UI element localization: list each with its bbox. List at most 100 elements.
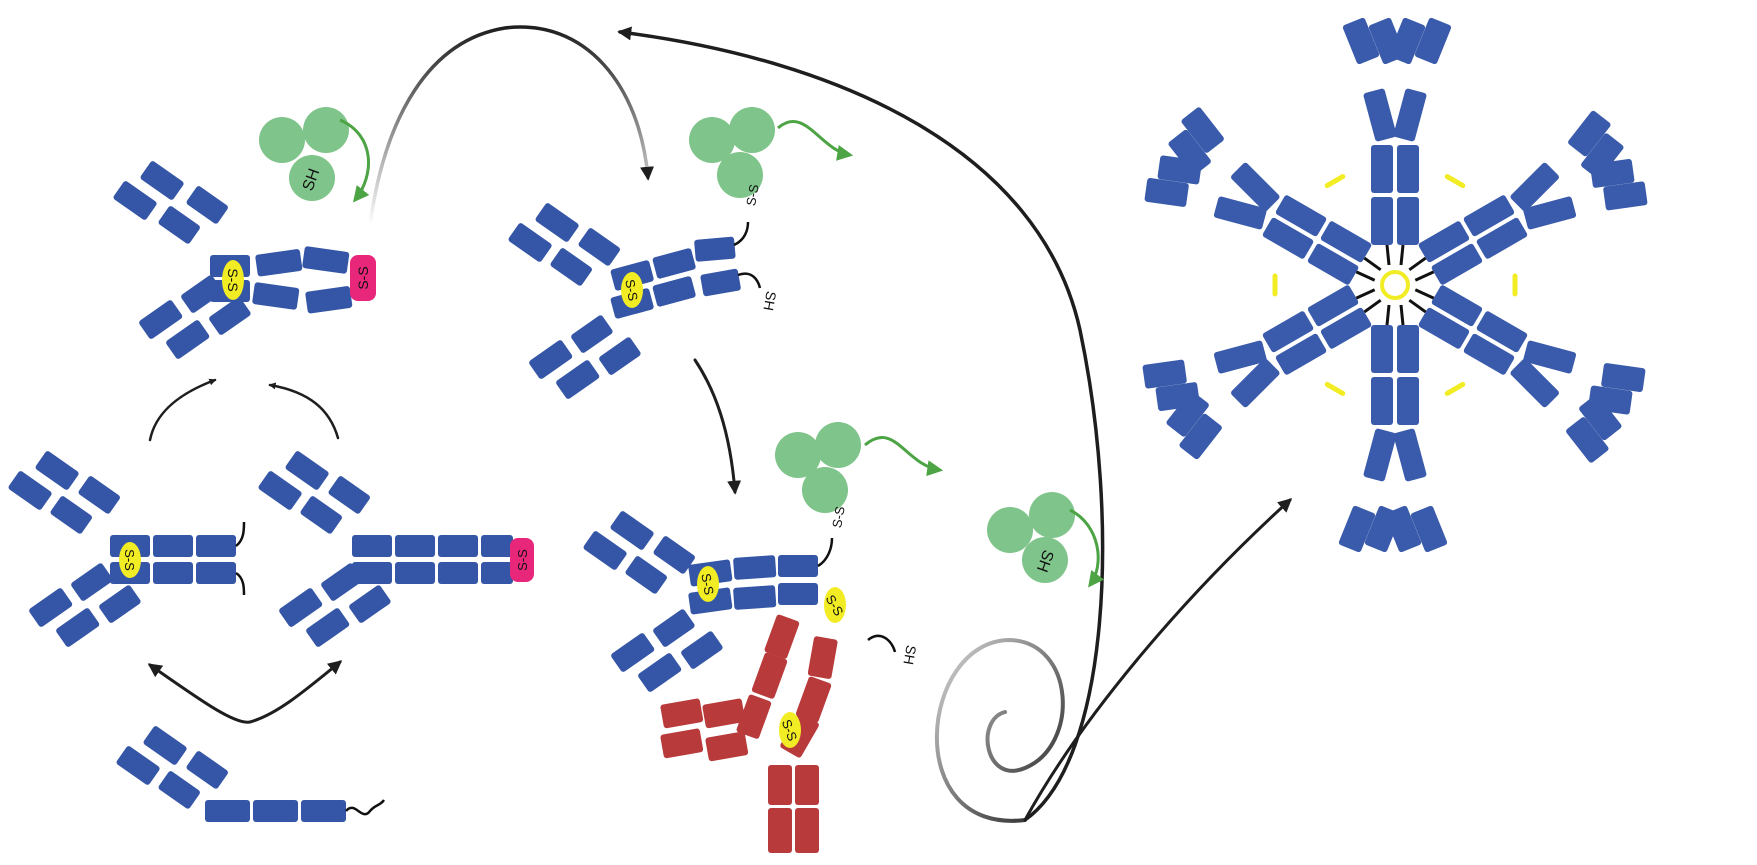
igm-domain [1476, 311, 1528, 353]
igm-domain [1603, 181, 1648, 211]
chaperone-lobe [729, 107, 775, 153]
j-chain-tail [1408, 298, 1427, 314]
igm-domain [1338, 505, 1376, 553]
arrow-up-left-b [268, 382, 340, 440]
igm-domain [1371, 197, 1393, 245]
j-chain-tail [1399, 244, 1405, 266]
j-chain-tail [1399, 304, 1405, 326]
arrow-long-loop [617, 26, 1105, 822]
chaperone-arrow [1069, 508, 1105, 588]
arrow-to-hexamer [1023, 498, 1293, 822]
igm-domain [1275, 333, 1327, 375]
igm-domain [1144, 178, 1189, 207]
ss-label: S-S [122, 549, 137, 571]
igm-domain [1142, 359, 1187, 389]
igm-domain [1601, 363, 1646, 392]
arrow-spiral [934, 637, 1065, 823]
j-chain-tail [1355, 288, 1376, 300]
igm-domain [1371, 145, 1393, 193]
ss-label: S-S [779, 717, 801, 743]
igm-domain [1320, 221, 1372, 263]
chaperone-lobe [303, 107, 349, 153]
igm-domain [1397, 145, 1419, 193]
inter-monomer-disulfide [1324, 174, 1346, 189]
igm-domain [1523, 196, 1577, 230]
igm-domain [1418, 307, 1470, 349]
j-chain-tail [1363, 256, 1382, 272]
igm-domain [1463, 195, 1515, 237]
antibody-blue-lower: S-S S-S S-S [583, 505, 848, 692]
igm-domain [1579, 394, 1622, 441]
j-chain-tail [1408, 256, 1427, 272]
igm-domain [1414, 17, 1452, 65]
igm-domain [1410, 505, 1448, 553]
igm-domain [1155, 382, 1200, 412]
igm-domain [1397, 377, 1419, 425]
igm-domain [1262, 311, 1314, 353]
tail [737, 272, 762, 289]
tail [867, 634, 897, 653]
igm-domain [1397, 197, 1419, 245]
igm-domain [1262, 217, 1314, 259]
ss-label: S-S [225, 268, 241, 291]
chaperone-2 [689, 107, 854, 198]
chaperone-1: SH [259, 107, 370, 203]
igm-domain [1510, 162, 1559, 212]
chaperone-lobe [1022, 537, 1068, 583]
igm-domain [1388, 17, 1426, 65]
antibody-chaperone-bound: S-S S-S SH [508, 183, 780, 399]
arrow-down-middle [693, 358, 742, 495]
chaperone-lobe [259, 117, 305, 163]
disulfide-bond [697, 566, 719, 602]
igm-domain [1179, 413, 1222, 460]
disulfide-bond [222, 260, 244, 300]
sh-label: SH [1033, 547, 1057, 574]
igm-domain [1168, 129, 1211, 176]
central-disulfide-ring [1380, 270, 1410, 300]
igm-domain [1307, 285, 1359, 327]
chaperone-arrow [339, 118, 370, 203]
chaperone-lobe [815, 422, 861, 468]
process-arrows [147, 25, 1293, 823]
igm-domain [1307, 243, 1359, 285]
j-chain-tail [1385, 244, 1391, 266]
pink-disulfide-cap [510, 538, 534, 582]
antibody-red: S-S SH [660, 614, 920, 853]
igm-domain [1590, 158, 1635, 188]
igm-domain [1231, 358, 1280, 408]
igm-monomer [1144, 107, 1382, 285]
chaperone-lobe [1029, 492, 1075, 538]
disulfide-bond [621, 272, 643, 308]
pink-disulfide-cap [350, 255, 376, 301]
tail [817, 537, 834, 568]
igm-domain [1463, 333, 1515, 375]
igm-domain [1363, 88, 1397, 142]
j-chain-tail [1355, 270, 1376, 282]
chaperone-lobe [717, 152, 763, 198]
igm-domain [1510, 358, 1559, 408]
chaperone-lobe [689, 117, 735, 163]
tail [733, 221, 750, 247]
chaperone-3 [775, 422, 944, 513]
inter-monomer-disulfide [1444, 174, 1466, 189]
j-chain-tail [1414, 288, 1435, 300]
chaperone-lobe [289, 155, 335, 201]
j-chain-tail [1363, 298, 1382, 314]
tail [345, 799, 386, 816]
inter-monomer-disulfide [1444, 381, 1466, 396]
sh-label: SH [900, 644, 919, 666]
ss-label: S-S [829, 505, 848, 529]
chaperone-lobe [987, 507, 1033, 553]
igm-monomer [1342, 17, 1452, 266]
j-chain-tail [1385, 304, 1391, 326]
igm-domain [1231, 162, 1280, 212]
disulfide-bond [119, 542, 141, 578]
igm-monomer [1142, 285, 1382, 460]
disulfide-bond [779, 712, 801, 748]
igm-domain [1397, 325, 1419, 373]
tail [235, 571, 246, 596]
ss-label: S-S [743, 183, 762, 207]
igm-domain [1371, 325, 1393, 373]
ss-label: S-S [622, 278, 641, 302]
